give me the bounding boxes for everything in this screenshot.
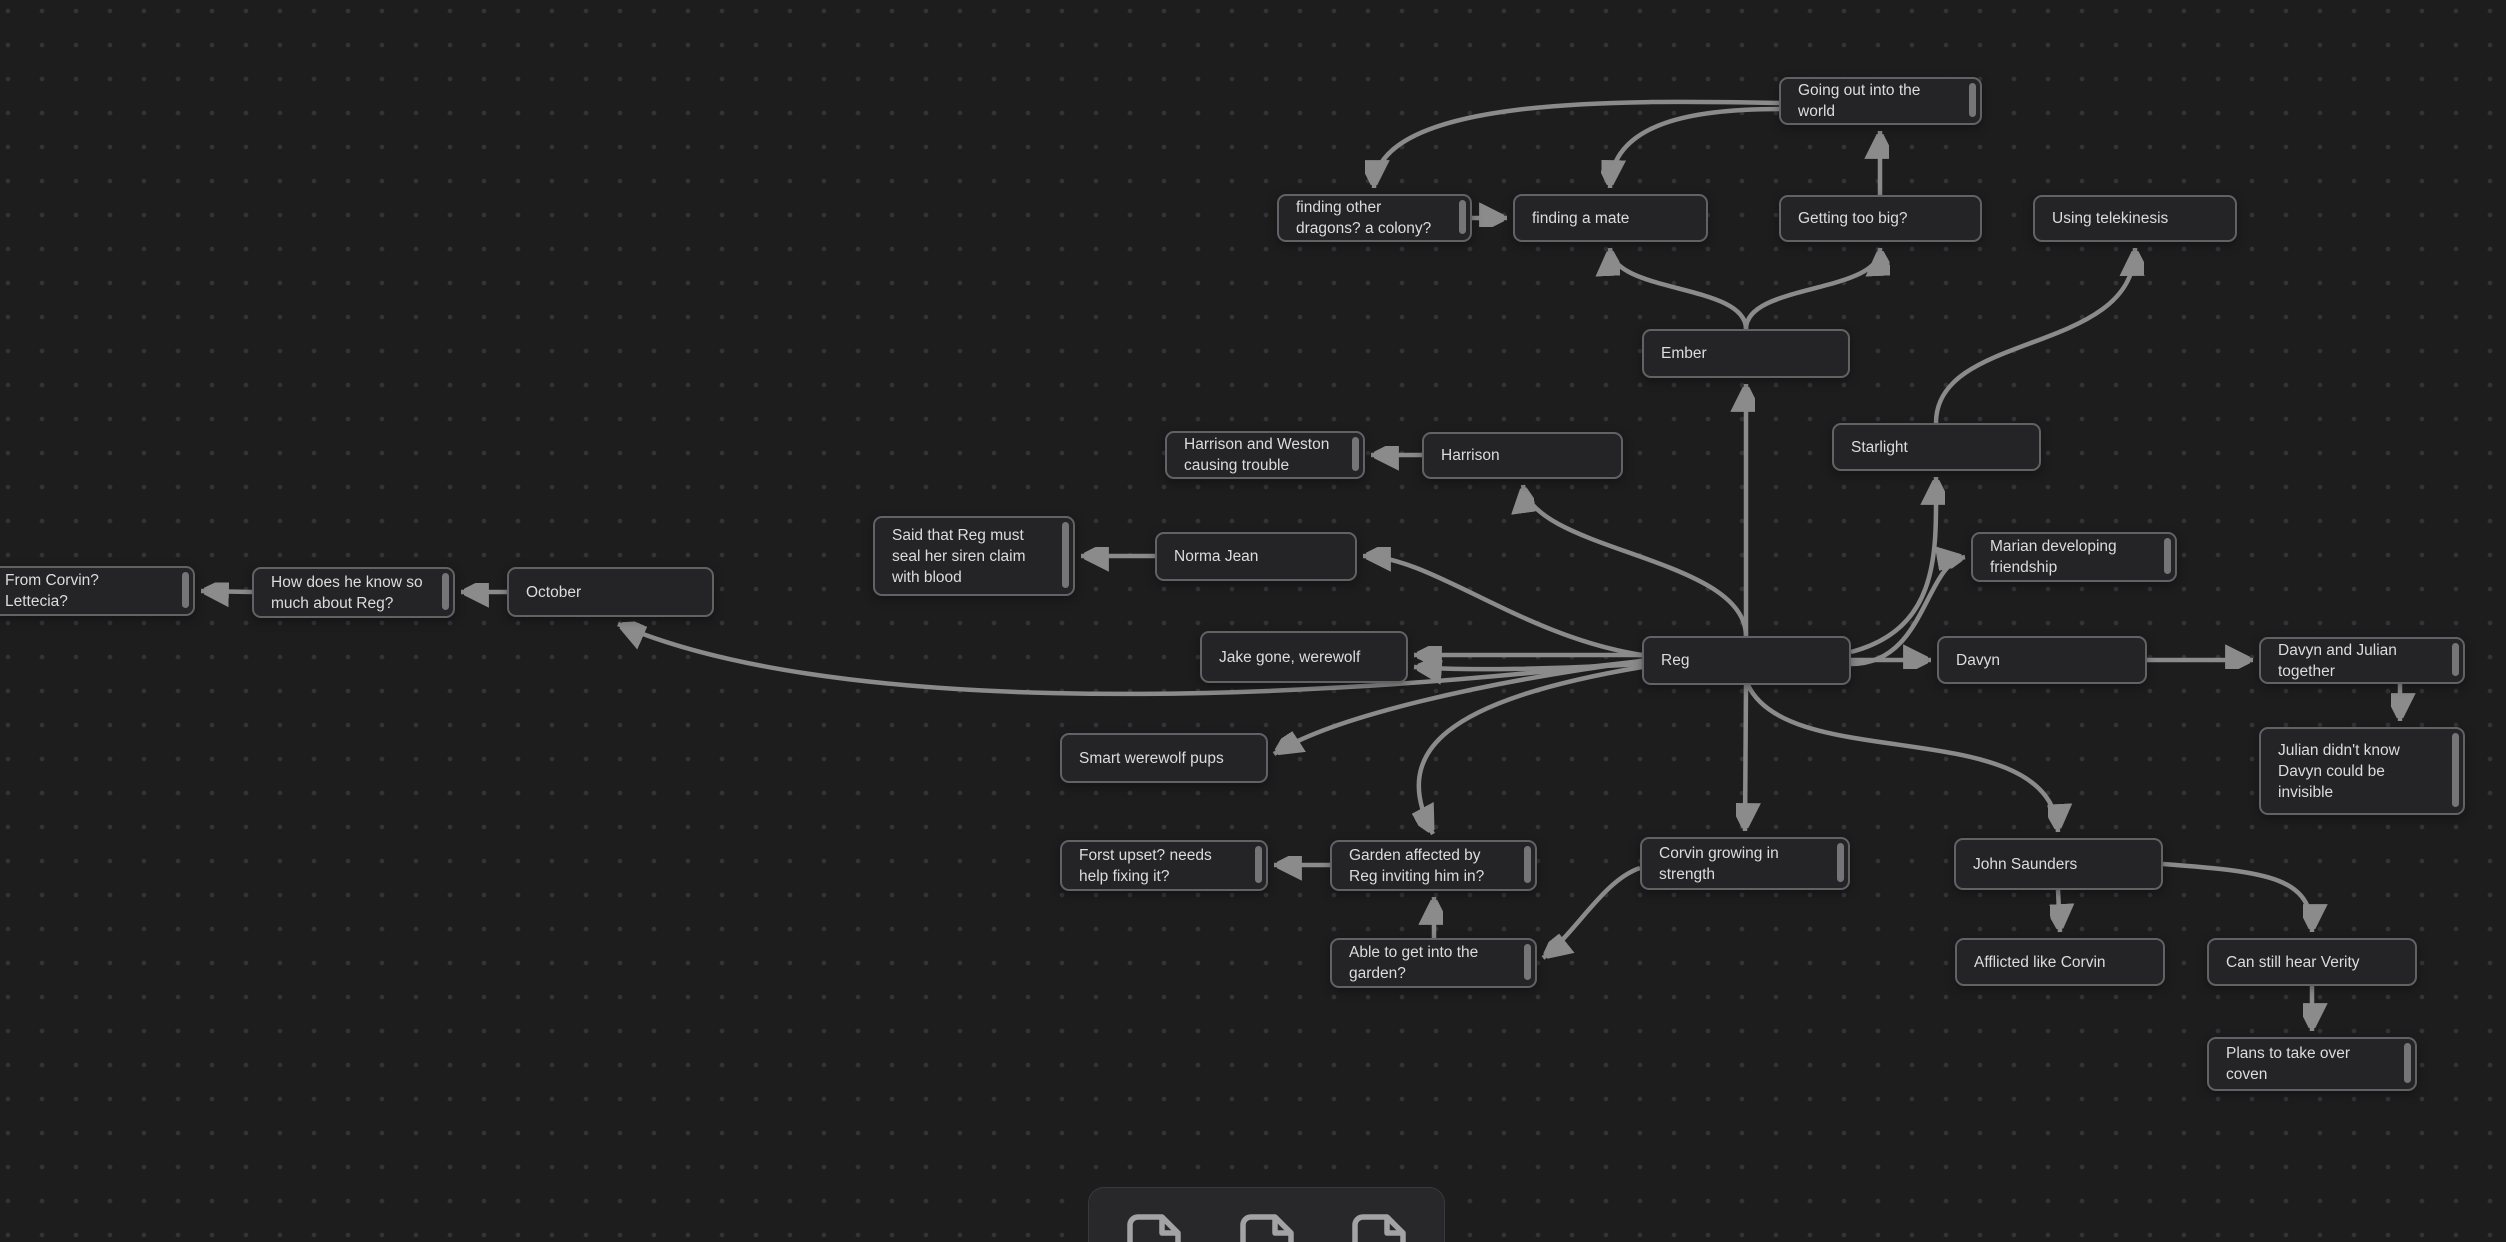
card-scrollbar[interactable] <box>2452 643 2459 676</box>
node-label: Using telekinesis <box>2052 210 2169 227</box>
node-label: Plans to take over coven <box>2226 1045 2351 1083</box>
node-label: Afflicted like Corvin <box>1974 953 2106 971</box>
node-label: Said that Reg must seal her siren claim … <box>892 526 1026 586</box>
node-label: Garden affected by Reg inviting him in? <box>1349 846 1485 885</box>
add-media-button[interactable] <box>1346 1210 1412 1242</box>
node-verity[interactable]: Can still hear Verity <box>2207 938 2417 986</box>
edge-ember-to-getting-big[interactable] <box>1743 247 1880 330</box>
node-marian[interactable]: Marian developing friendship <box>1971 532 2177 582</box>
node-finding-other[interactable]: finding other dragons? a colony? <box>1277 194 1472 242</box>
node-starlight[interactable]: Starlight <box>1832 423 2041 471</box>
node-label: John Saunders <box>1973 855 2078 873</box>
node-label: Getting too big? <box>1798 210 1908 227</box>
add-note-button[interactable] <box>1234 1210 1300 1242</box>
node-from-corvin[interactable]: From Corvin? Lettecia? <box>0 566 195 616</box>
node-label: Smart werewolf pups <box>1079 749 1224 767</box>
edge-john-to-verity[interactable] <box>2162 861 2312 933</box>
node-going-out[interactable]: Going out into the world <box>1779 77 1982 125</box>
edge-reg-to-john[interactable] <box>1745 684 2058 833</box>
node-label: Julian didn't know Davyn could be invisi… <box>2278 741 2400 801</box>
node-harrison[interactable]: Harrison <box>1422 432 1623 479</box>
card-scrollbar[interactable] <box>182 572 189 608</box>
node-ember[interactable]: Ember <box>1642 329 1850 378</box>
edge-how-know-to-from-corvin[interactable] <box>200 591 253 592</box>
node-label: Norma Jean <box>1174 548 1259 565</box>
card-scrollbar[interactable] <box>442 573 449 610</box>
node-label: Harrison and Weston causing trouble <box>1184 436 1330 474</box>
node-label: Corvin growing in strength <box>1659 844 1779 883</box>
card-scrollbar[interactable] <box>2452 733 2459 807</box>
node-reg[interactable]: Reg <box>1642 636 1851 685</box>
edge-reg-to-october[interactable] <box>618 624 1643 697</box>
node-label: finding a mate <box>1532 209 1630 227</box>
edge-ember-to-finding-mate[interactable] <box>1610 247 1749 330</box>
card-scrollbar[interactable] <box>1969 83 1976 117</box>
card-scrollbar[interactable] <box>2164 538 2171 574</box>
card-scrollbar[interactable] <box>1062 522 1069 588</box>
node-smart-pups[interactable]: Smart werewolf pups <box>1060 733 1268 783</box>
node-finding-mate[interactable]: finding a mate <box>1513 194 1708 242</box>
node-label: Jake gone, werewolf <box>1219 648 1361 666</box>
node-label: Ember <box>1661 345 1707 362</box>
node-getting-big[interactable]: Getting too big? <box>1779 195 1982 242</box>
edge-going-out-to-finding-other[interactable] <box>1374 99 1780 189</box>
edge-reg-to-starlight[interactable] <box>1850 476 1936 655</box>
node-label: Starlight <box>1851 438 1908 456</box>
node-label: Able to get into the garden? <box>1349 944 1479 982</box>
node-october[interactable]: October <box>507 567 714 617</box>
node-norma-jean[interactable]: Norma Jean <box>1155 532 1357 581</box>
node-label: Reg <box>1661 652 1690 669</box>
node-harrison-weston[interactable]: Harrison and Weston causing trouble <box>1165 431 1365 479</box>
node-davyn-julian[interactable]: Davyn and Julian together <box>2259 637 2465 684</box>
edge-reg-to-garden[interactable] <box>1419 664 1643 834</box>
node-label: How does he know so much about Reg? <box>271 573 423 612</box>
node-label: Going out into the world <box>1798 82 1921 120</box>
node-garden[interactable]: Garden affected by Reg inviting him in? <box>1330 840 1537 891</box>
note-file-icon <box>1234 1210 1300 1242</box>
card-scrollbar[interactable] <box>2404 1043 2411 1083</box>
edge-going-out-to-finding-mate[interactable] <box>1610 106 1780 189</box>
node-label: finding other dragons? a colony? <box>1296 199 1432 237</box>
node-plans[interactable]: Plans to take over coven <box>2207 1037 2417 1091</box>
canvas-toolbar <box>1088 1187 1445 1242</box>
edge-reg-to-harrison[interactable] <box>1523 484 1749 637</box>
edge-john-to-afflicted[interactable] <box>2058 889 2060 933</box>
node-john[interactable]: John Saunders <box>1954 838 2163 890</box>
node-said-reg[interactable]: Said that Reg must seal her siren claim … <box>873 516 1075 596</box>
card-scrollbar[interactable] <box>1255 846 1262 883</box>
card-scrollbar[interactable] <box>1524 846 1531 883</box>
media-file-icon <box>1346 1210 1412 1242</box>
node-how-know[interactable]: How does he know so much about Reg? <box>252 567 455 618</box>
node-label: Forst upset? needs help fixing it? <box>1079 846 1212 885</box>
card-scrollbar[interactable] <box>1837 843 1844 882</box>
edge-reg-to-norma-jean[interactable] <box>1362 556 1643 658</box>
node-label: October <box>526 583 582 601</box>
node-label: Davyn <box>1956 651 2000 669</box>
node-davyn[interactable]: Davyn <box>1937 636 2147 684</box>
node-label: Harrison <box>1441 447 1500 464</box>
add-card-button[interactable] <box>1121 1210 1187 1242</box>
node-able[interactable]: Able to get into the garden? <box>1330 938 1537 988</box>
edge-starlight-to-using-tele[interactable] <box>1933 247 2135 424</box>
node-afflicted[interactable]: Afflicted like Corvin <box>1955 938 2165 986</box>
card-scrollbar[interactable] <box>1459 200 1466 234</box>
card-scrollbar[interactable] <box>1524 944 1531 980</box>
node-corvin-growing[interactable]: Corvin growing in strength <box>1640 837 1850 890</box>
node-forst[interactable]: Forst upset? needs help fixing it? <box>1060 840 1268 891</box>
node-using-tele[interactable]: Using telekinesis <box>2033 195 2237 242</box>
node-label: Davyn and Julian together <box>2278 641 2397 680</box>
edge-reg-to-corvin-growing[interactable] <box>1745 684 1746 832</box>
node-jake[interactable]: Jake gone, werewolf <box>1200 631 1408 683</box>
node-label: From Corvin? Lettecia? <box>5 572 99 610</box>
edge-corvin-growing-to-able[interactable] <box>1543 865 1641 958</box>
card-scrollbar[interactable] <box>1352 437 1359 471</box>
card-icon <box>1121 1210 1187 1242</box>
node-label: Can still hear Verity <box>2226 953 2360 971</box>
node-label: Marian developing friendship <box>1990 538 2117 576</box>
node-julian-didnt[interactable]: Julian didn't know Davyn could be invisi… <box>2259 727 2465 815</box>
